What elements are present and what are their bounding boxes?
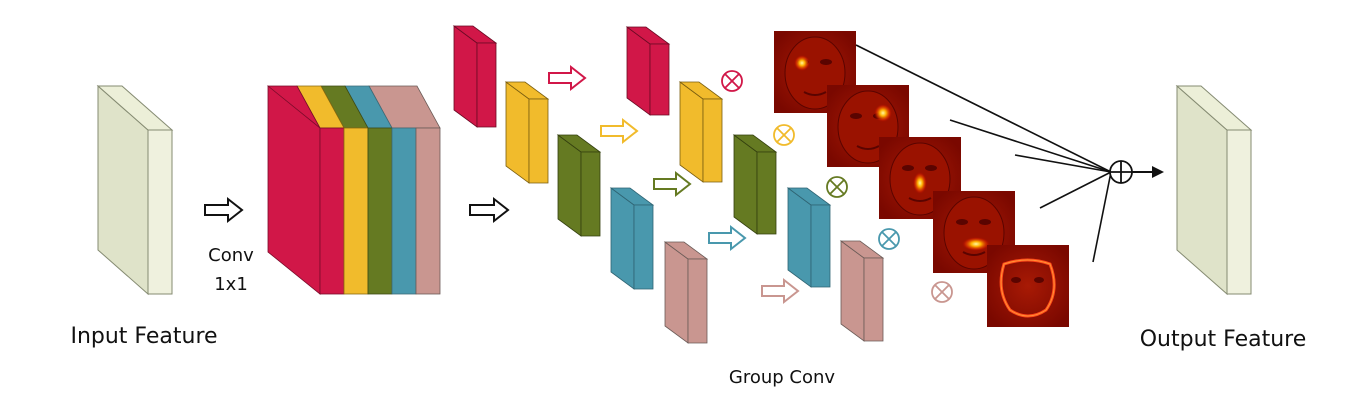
circled-times-icon [773,124,795,146]
group-block-green [556,134,602,237]
hollow-arrow-icon [204,196,244,224]
hollow-arrow-icon [600,117,639,145]
output-feature-block [1175,84,1253,296]
group-block-red [452,25,498,128]
heatmap-4 [933,191,1015,273]
circled-times-icon [931,281,953,303]
input-feature-label: Input Feature [70,324,217,349]
input-feature-block [96,84,174,296]
heatmap-5 [987,245,1069,327]
hollow-arrow-icon [653,170,692,198]
group-block-blue [609,187,655,290]
circled-times-icon [878,228,900,250]
group-conv-block-green [732,134,778,235]
conv-label-line2: 1x1 [214,274,248,295]
hollow-arrow-icon [761,277,800,305]
group-block-pink [663,241,709,344]
hollow-arrow-icon [469,196,510,224]
group-conv-block-yellow [678,81,724,183]
hollow-arrow-icon [548,64,587,92]
circled-times-icon [826,176,848,198]
hollow-arrow-icon [708,224,747,252]
conv-label-line1: Conv [208,245,254,266]
group-conv-block-pink [839,240,885,342]
group-conv-block-blue [786,187,832,288]
arrow-to-output [1132,166,1164,178]
conv-output-block [267,85,441,295]
output-feature-label: Output Feature [1140,327,1307,352]
circled-times-icon [721,70,743,92]
group-conv-block-red [625,26,671,116]
circled-plus-icon [1109,160,1133,184]
fan-in-lines [855,44,1112,263]
group-block-yellow [504,81,550,184]
group-conv-label: Group Conv [729,367,836,388]
